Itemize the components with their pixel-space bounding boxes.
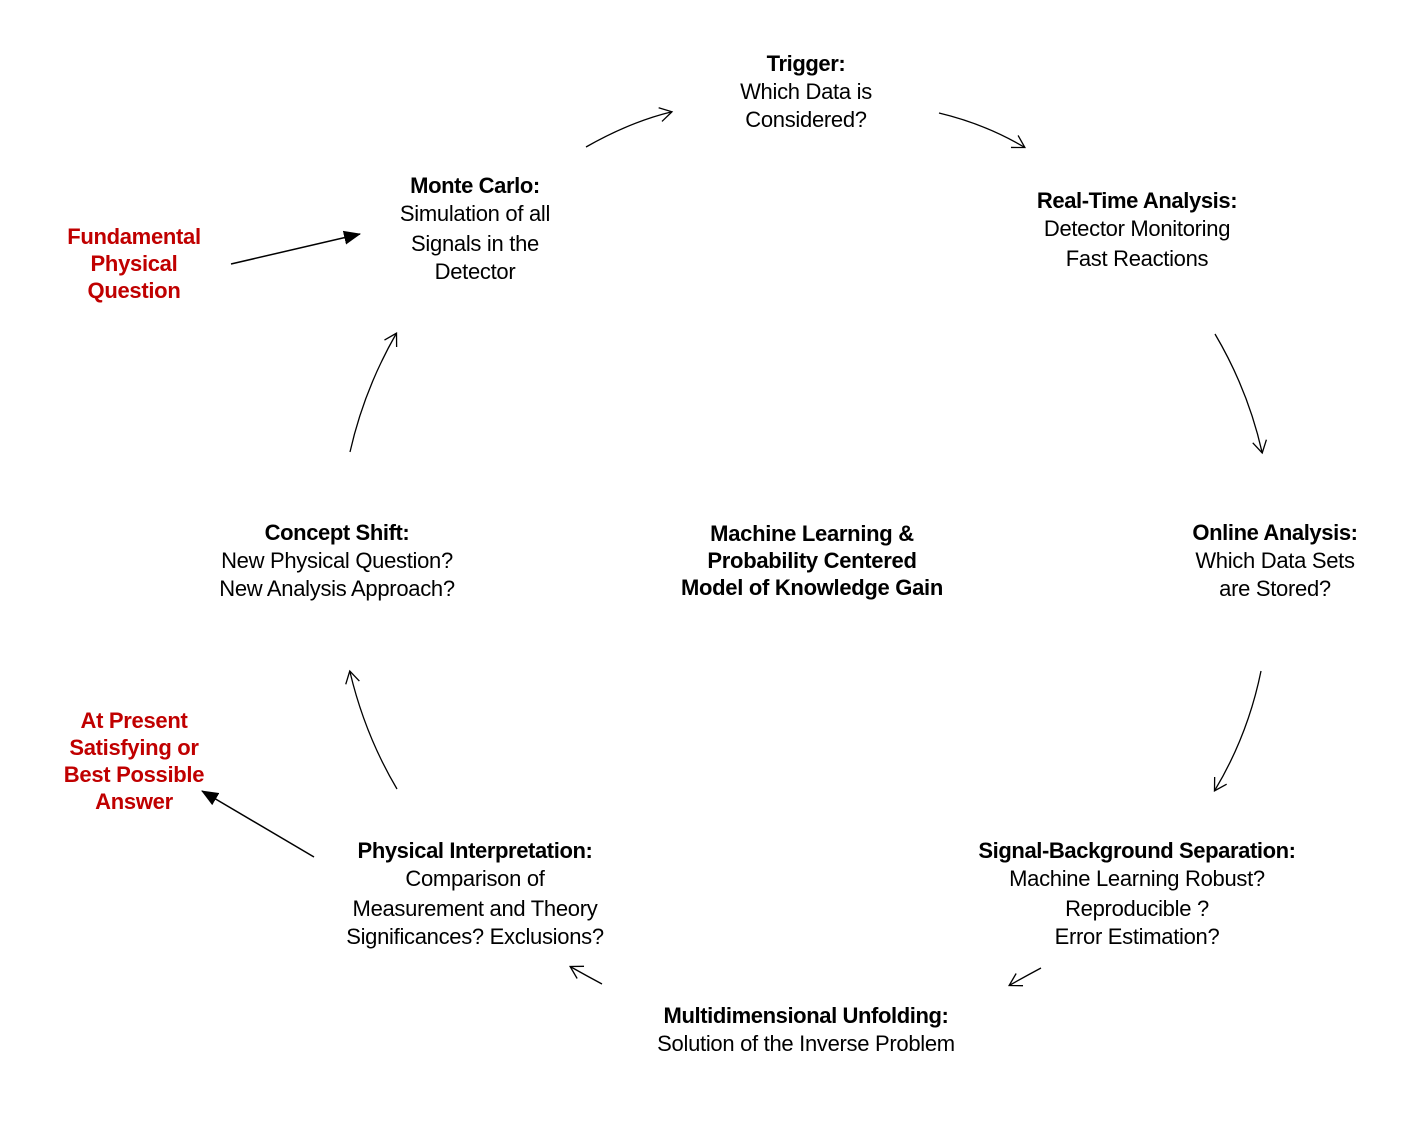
node-physical-interpretation: Physical Interpretation: Comparison of M… <box>346 837 604 951</box>
arrow-interpretation-to-conceptshift <box>345 669 398 790</box>
arrow-trigger-to-realtime <box>938 112 1026 149</box>
node-line: Measurement and Theory <box>352 896 598 921</box>
external-line: Question <box>87 278 181 303</box>
node-line: Comparison of <box>405 866 545 891</box>
external-line: Physical <box>90 251 178 276</box>
node-line: are Stored? <box>1219 576 1331 601</box>
external-line: Best Possible <box>63 762 205 787</box>
center-label-line: Probability Centered <box>707 548 917 573</box>
external-line: At Present <box>80 708 188 733</box>
center-label: Machine Learning & Probability Centered … <box>681 520 943 601</box>
center-label-line: Machine Learning & <box>710 521 914 546</box>
arrow-interpretation-to-answer <box>201 790 315 858</box>
node-title: Multidimensional Unfolding: <box>663 1003 949 1028</box>
node-real-time-analysis: Real-Time Analysis: Detector Monitoring … <box>1036 187 1238 273</box>
node-line: New Physical Question? <box>221 548 453 573</box>
arrow-unfolding-to-interpretation <box>569 965 603 985</box>
arrow-realtime-to-online <box>1214 333 1268 455</box>
external-line: Answer <box>95 789 173 814</box>
node-title: Signal-Background Separation: <box>978 838 1296 863</box>
node-line: Fast Reactions <box>1065 246 1209 271</box>
node-line: Considered? <box>745 107 867 132</box>
node-trigger: Trigger: Which Data is Considered? <box>740 50 872 134</box>
node-monte-carlo: Monte Carlo: Simulation of all Signals i… <box>399 172 551 286</box>
node-title: Trigger: <box>766 51 846 76</box>
arrow-montecarlo-to-trigger <box>585 107 674 148</box>
node-title: Monte Carlo: <box>410 173 540 198</box>
arrow-signalbackground-to-unfolding <box>1008 967 1042 987</box>
arrow-conceptshift-to-montecarlo <box>349 332 398 453</box>
node-title: Concept Shift: <box>264 520 410 545</box>
node-title: Real-Time Analysis: <box>1036 188 1238 213</box>
node-title: Physical Interpretation: <box>357 838 593 863</box>
node-line: Signals in the <box>411 231 539 256</box>
node-line: Machine Learning Robust? <box>1009 866 1265 891</box>
node-line: Simulation of all <box>399 201 551 226</box>
node-line: New Analysis Approach? <box>219 576 455 601</box>
node-title: Online Analysis: <box>1192 520 1358 545</box>
external-best-answer: At Present Satisfying or Best Possible A… <box>63 707 205 815</box>
node-line: Detector Monitoring <box>1043 216 1231 241</box>
node-line: Reproducible ? <box>1065 896 1209 921</box>
external-fundamental-question: Fundamental Physical Question <box>67 223 201 304</box>
node-multidimensional-unfolding: Multidimensional Unfolding: Solution of … <box>657 1002 955 1058</box>
node-line: Solution of the Inverse Problem <box>657 1031 955 1056</box>
node-line: Detector <box>434 259 516 284</box>
node-signal-background-separation: Signal-Background Separation: Machine Le… <box>978 837 1296 951</box>
node-line: Error Estimation? <box>1054 924 1220 949</box>
arrow-fundamental-to-montecarlo <box>230 230 361 265</box>
node-line: Which Data Sets <box>1195 548 1355 573</box>
node-line: Significances? Exclusions? <box>346 924 604 949</box>
external-line: Fundamental <box>67 224 201 249</box>
node-line: Which Data is <box>740 79 872 104</box>
node-online-analysis: Online Analysis: Which Data Sets are Sto… <box>1192 519 1358 603</box>
center-label-line: Model of Knowledge Gain <box>681 575 943 600</box>
arrow-online-to-signalbackground <box>1213 670 1262 792</box>
external-line: Satisfying or <box>69 735 199 760</box>
node-concept-shift: Concept Shift: New Physical Question? Ne… <box>219 519 455 603</box>
